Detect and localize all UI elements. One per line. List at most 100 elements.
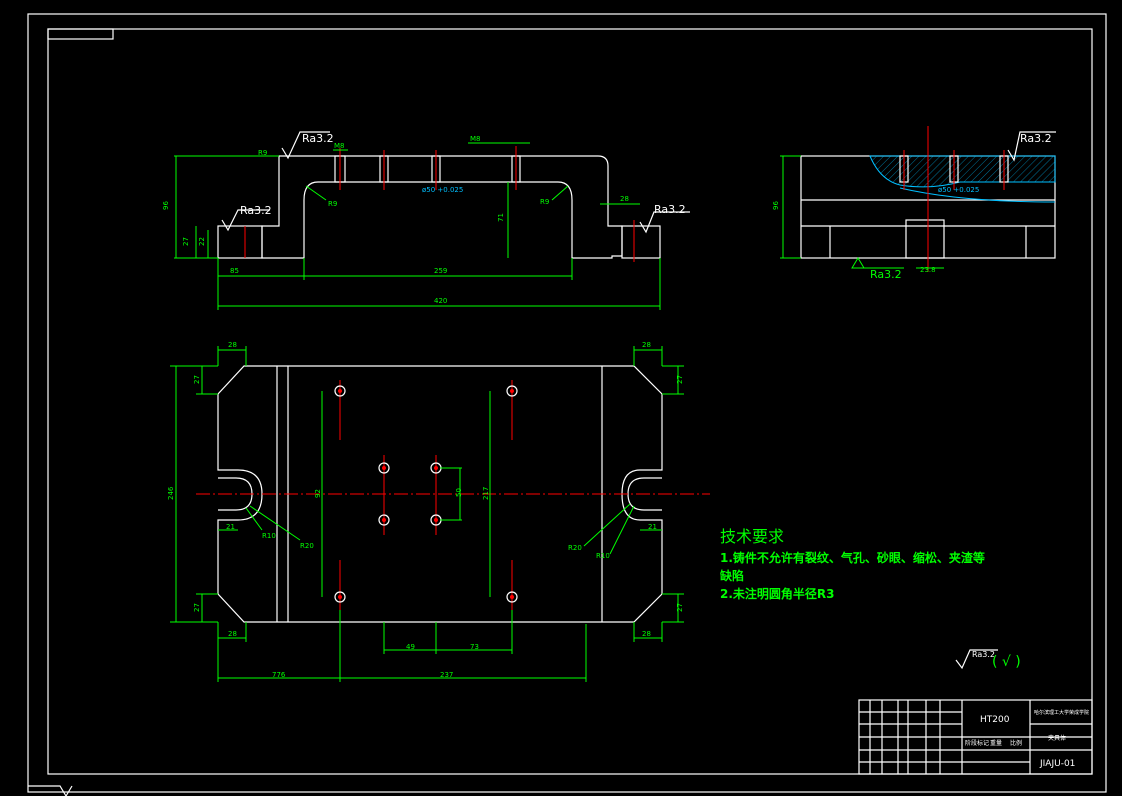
- tb-school: 哈尔滨理工大学荣成学院: [1034, 709, 1089, 716]
- tb-stage-label: 阶段标记: [965, 739, 989, 747]
- leader: [551, 185, 569, 201]
- dim-bl-h: 27: [193, 603, 201, 612]
- dim-tl-w: 28: [228, 341, 237, 349]
- roughness-general-paren: ( √ ): [992, 654, 1021, 670]
- leader: [609, 505, 635, 555]
- side-slot: [905, 219, 945, 259]
- corner-marker: [28, 785, 73, 796]
- roughness-symbol: [281, 131, 330, 160]
- hole: [506, 385, 518, 397]
- dim-27: 27: [182, 237, 190, 246]
- tb-part-name: 夹具体: [1048, 734, 1066, 742]
- hole-center: [510, 389, 514, 393]
- dim-slot-left: 21: [226, 523, 235, 531]
- roughness-symbol: [851, 257, 865, 269]
- leader: [583, 503, 631, 547]
- tech-item-2: 2.未注明圆角半径R3: [720, 586, 835, 601]
- dim-br-w: 28: [642, 630, 651, 638]
- hole-center: [434, 466, 438, 470]
- roughness-side-bottom: Ra3.2: [870, 268, 902, 281]
- roughness-symbol: [1007, 131, 1056, 162]
- dim-total-h: 246: [167, 486, 175, 500]
- dim-r10-left: R10: [262, 532, 276, 540]
- roughness-symbol: [221, 209, 270, 232]
- roughness-front-left: Ra3.2: [240, 204, 272, 217]
- top-holes: [334, 385, 518, 603]
- dim-bl-w: 28: [228, 630, 237, 638]
- tech-requirements: 技术要求 1.铸件不允许有裂纹、气孔、砂眼、缩松、夹渣等 缺陷 2.未注明圆角半…: [720, 527, 985, 601]
- roughness-general: Ra3.2: [972, 650, 995, 659]
- hole-center: [434, 518, 438, 522]
- leader: [249, 505, 301, 541]
- dim-x-237: 237: [440, 671, 453, 679]
- dim-m8-right: M8: [470, 135, 481, 143]
- hole-center: [338, 595, 342, 599]
- dim-hole-span-right: 217: [482, 487, 490, 500]
- dim-259: 259: [434, 267, 447, 275]
- hole: [334, 385, 346, 397]
- roughness-symbol: [955, 649, 998, 670]
- hole-center: [382, 518, 386, 522]
- dim-r-inner-right: R9: [540, 198, 549, 206]
- dim-x-49: 49: [406, 643, 415, 651]
- tb-drawing-no: JIAJU-01: [1039, 759, 1075, 769]
- hole: [506, 591, 518, 603]
- hole-center: [510, 595, 514, 599]
- roughness-front-right: Ra3.2: [654, 203, 686, 216]
- dim-hole-inner: 50: [455, 488, 463, 497]
- inner-frame: [47, 28, 1093, 775]
- dim-tl-h: 27: [193, 375, 201, 384]
- dim-96: 96: [162, 201, 170, 210]
- hole: [378, 514, 390, 526]
- dim-420: 420: [434, 297, 447, 305]
- dim-slot-right: 21: [648, 523, 657, 531]
- front-right-foot: [621, 225, 661, 259]
- outer-frame: [27, 13, 1107, 793]
- tech-item-1: 1.铸件不允许有裂纹、气孔、砂眼、缩松、夹渣等: [720, 550, 985, 565]
- dim-71: 71: [497, 213, 505, 222]
- hole: [378, 462, 390, 474]
- dim-22: 22: [198, 237, 206, 246]
- corner-box: [47, 28, 114, 40]
- dim-r10-right: R10: [596, 552, 610, 560]
- roughness-symbol: [639, 211, 690, 234]
- dim-r-top: R9: [258, 149, 267, 157]
- leader: [245, 507, 263, 531]
- tb-material: HT200: [980, 715, 1010, 725]
- dim-x-776: 776: [272, 671, 286, 679]
- dim-x-73: 73: [470, 643, 479, 651]
- leader: [305, 185, 327, 201]
- dim-28: 28: [620, 195, 629, 203]
- roughness-front-top: Ra3.2: [302, 132, 334, 145]
- tb-weight-label: 重量: [990, 739, 1002, 747]
- side-dim-tolerance: ø50 +0.025: [938, 186, 979, 194]
- tech-heading: 技术要求: [720, 527, 784, 546]
- side-hatch: [869, 155, 1056, 188]
- dim-hole-span-left: 92: [314, 489, 322, 498]
- dim-tolerance: ø50 +0.025: [422, 186, 463, 194]
- roughness-side-top: Ra3.2: [1020, 132, 1052, 145]
- general-roughness: Ra3.2 ( √ ): [955, 649, 1021, 670]
- side-dim-bottom: 23.8: [920, 266, 936, 274]
- tb-scale-label: 比例: [1010, 739, 1022, 747]
- dim-m8-left: M8: [334, 142, 345, 150]
- side-dim-96: 96: [772, 201, 780, 210]
- dim-tr-w: 28: [642, 341, 651, 349]
- hole-center: [338, 389, 342, 393]
- side-view: 96 ø50 +0.025 23.8 Ra3.2 Ra3.2: [772, 126, 1056, 281]
- front-left-foot: [217, 225, 263, 259]
- hole: [334, 591, 346, 603]
- dim-r20-right: R20: [568, 544, 582, 552]
- tb-left-grid: [859, 700, 962, 774]
- dim-r20-left: R20: [300, 542, 314, 550]
- tech-item-1-cont: 缺陷: [720, 568, 744, 583]
- top-view: 28 28 28 28 27 27 27 27 246 21: [167, 341, 710, 682]
- front-section-body: [261, 155, 623, 259]
- hole-center: [382, 466, 386, 470]
- title-block: HT200 哈尔滨理工大学荣成学院 夹具体 JIAJU-01 阶段标记 重量 比…: [858, 699, 1093, 775]
- dim-85: 85: [230, 267, 239, 275]
- dim-tr-h: 27: [676, 375, 684, 384]
- dim-r-inner-left: R9: [328, 200, 337, 208]
- dim-br-h: 27: [676, 603, 684, 612]
